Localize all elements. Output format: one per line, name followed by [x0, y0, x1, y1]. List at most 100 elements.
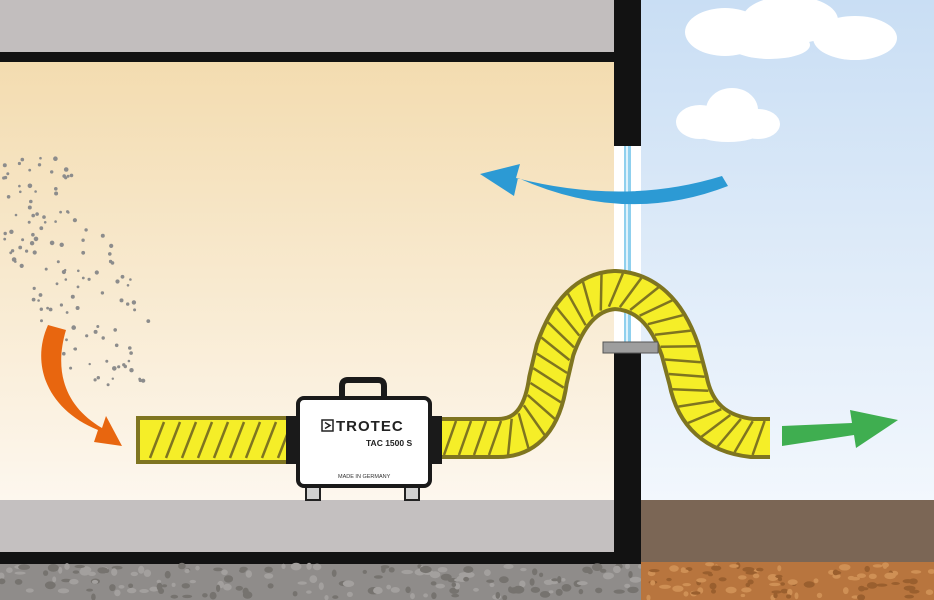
gravel-stone: [171, 582, 176, 588]
dust-particle: [100, 291, 105, 295]
gravel-stone: [47, 564, 59, 572]
dust-particle: [31, 232, 35, 237]
dust-particle: [27, 183, 33, 189]
gravel-stone: [87, 571, 96, 576]
soil-clod: [691, 591, 701, 595]
gravel-stone: [216, 584, 221, 592]
dust-particle: [14, 213, 18, 217]
gravel-stone: [520, 567, 527, 572]
soil-clod: [902, 579, 913, 584]
dust-particle: [138, 377, 142, 381]
dust-particle: [49, 240, 55, 246]
duct-rib: [607, 272, 625, 308]
gravel-stone: [209, 591, 217, 600]
gravel-stone: [410, 593, 415, 600]
gravel-stone: [297, 581, 307, 585]
duct-rib: [599, 274, 603, 311]
dust-particle: [64, 278, 68, 281]
gravel-stone: [532, 568, 538, 576]
duct-rib: [547, 321, 575, 349]
dust-particle: [88, 362, 91, 366]
gravel-stone: [539, 572, 544, 578]
dust-particle: [6, 195, 11, 199]
dust-particle: [39, 156, 42, 160]
gravel-stone: [242, 587, 249, 596]
dust-particle: [81, 238, 85, 242]
gravel-stone: [530, 586, 541, 593]
gravel-stone: [164, 570, 171, 579]
dust-particle: [112, 366, 117, 371]
gravel-stone: [138, 565, 145, 574]
dust-particle: [2, 163, 7, 168]
gravel-stone: [97, 567, 108, 574]
ceiling: [0, 0, 614, 52]
soil-clod: [777, 565, 782, 572]
dust-particle: [96, 325, 100, 328]
dust-particle: [50, 170, 54, 174]
dust-particle: [19, 190, 22, 194]
dust-particle: [100, 233, 105, 238]
gravel-stone: [435, 583, 445, 589]
soil-clod: [777, 577, 783, 582]
wall-lower: [614, 352, 641, 564]
dust-particle: [29, 241, 35, 246]
dust-particle: [34, 190, 37, 193]
dust-particle: [133, 308, 137, 312]
soil-clod: [725, 586, 737, 594]
gravel-stone: [213, 567, 223, 572]
gravel-stone: [156, 582, 163, 591]
gravel-stone: [79, 568, 90, 576]
duct-rib: [647, 313, 684, 326]
gravel-stone: [331, 569, 337, 577]
gravel-stone: [182, 594, 193, 599]
gravel-stone: [318, 582, 324, 590]
dust-particle: [43, 221, 47, 224]
gravel-stone: [223, 575, 234, 583]
gravel-stone: [181, 583, 190, 589]
gravel-stone: [156, 579, 162, 584]
dust-particle: [76, 285, 80, 289]
gravel-stone: [627, 586, 639, 594]
soil-clod: [803, 581, 815, 588]
soil-clod: [659, 584, 671, 589]
dust-particle: [120, 274, 125, 279]
soil-clod: [729, 564, 739, 568]
dust-particle: [81, 276, 85, 280]
dust-particle: [62, 174, 66, 177]
dust-particle: [131, 300, 137, 305]
duct-rib: [700, 414, 732, 438]
dust-particle: [46, 306, 49, 310]
gravel-stone: [595, 587, 603, 594]
dust-particle: [77, 269, 80, 273]
soil-clod: [868, 573, 877, 579]
dust-particle: [127, 359, 131, 363]
gravel-stone: [332, 595, 339, 599]
window-pane-highlight: [626, 146, 628, 352]
soil-texture: [646, 562, 934, 600]
dust-particle: [96, 376, 101, 380]
gravel-stone: [109, 584, 116, 592]
dust-particle: [63, 268, 67, 272]
soil-clod: [702, 571, 712, 575]
soil-clod: [910, 570, 922, 574]
gravel-stone: [43, 570, 49, 576]
dust-particle: [66, 210, 69, 214]
duct-rib: [687, 408, 722, 425]
gravel-stone: [405, 586, 411, 594]
gravel-stone: [624, 583, 631, 589]
dust-particle: [35, 212, 39, 216]
gravel-stone: [582, 566, 592, 573]
dust-particle: [71, 325, 76, 330]
soil-clod: [904, 594, 914, 599]
gravel-stone: [508, 586, 513, 593]
gravel-stone: [401, 569, 414, 575]
device-brand: TROTEC: [336, 418, 404, 435]
gravel-stone: [18, 564, 30, 570]
hose-rib: [228, 421, 246, 459]
gravel-stone: [548, 590, 554, 594]
cloud-small: [676, 88, 780, 142]
soil-clod: [856, 573, 867, 578]
soil-clod: [925, 589, 934, 595]
duct-rib: [517, 412, 530, 449]
